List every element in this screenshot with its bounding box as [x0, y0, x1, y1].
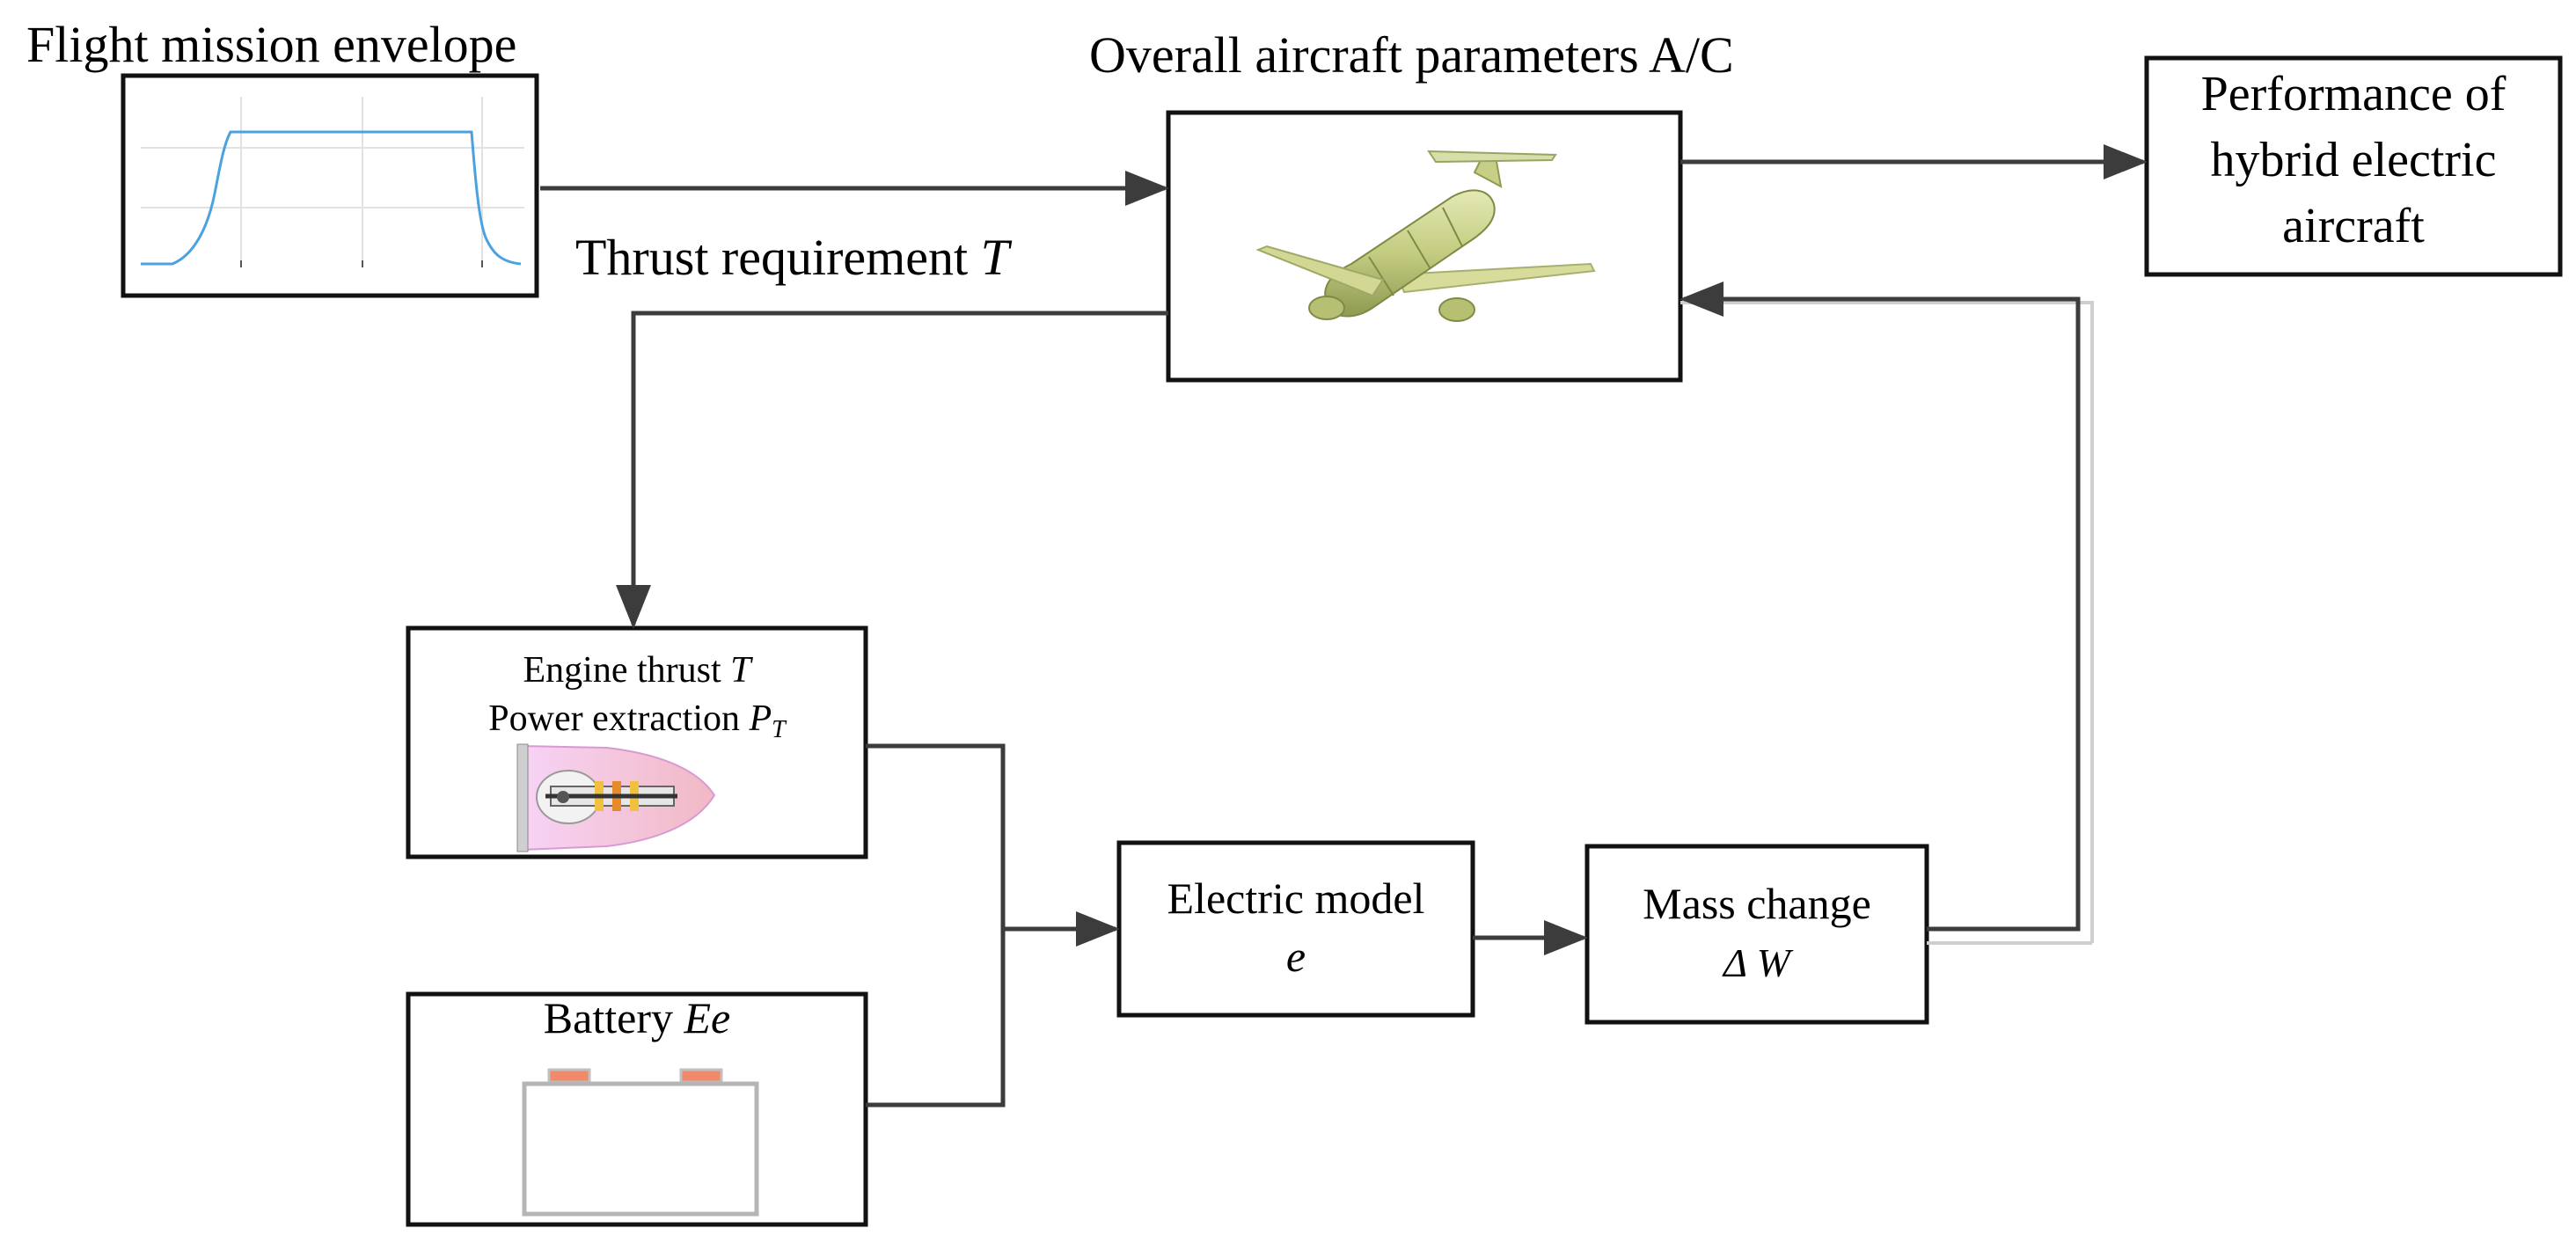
engine-thrust-label: Engine thrust T [523, 650, 754, 691]
engine-box: Engine thrust T Power extraction PT [406, 625, 868, 859]
battery-box: Battery Ee [406, 991, 868, 1227]
flight-mission-title: Flight mission envelope [26, 16, 516, 73]
electric-model-label: Electric model [1167, 874, 1425, 923]
airliner-3d-icon [1255, 150, 1596, 322]
performance-box: Performance of hybrid electric aircraft [2144, 55, 2563, 277]
aircraft-title: Overall aircraft parameters A/C [1089, 26, 1734, 84]
power-extraction-label: Power extraction PT [488, 698, 787, 743]
line-engine-to-junction [866, 743, 1006, 1108]
flight-mission-box [121, 73, 539, 298]
flight-profile-chart [141, 97, 524, 267]
electric-model-symbol: e [1286, 932, 1306, 981]
battery-label: Battery Ee [544, 993, 730, 1042]
mass-change-symbol: Δ W [1722, 940, 1794, 985]
arrow-mass-to-aircraft-feedback [1680, 282, 2081, 932]
arrow-aircraft-to-engine [616, 311, 1168, 629]
aircraft-box [1166, 110, 1683, 383]
electric-model-box: Electric model e [1116, 840, 1475, 1018]
performance-line-2: hybrid electric [2211, 133, 2497, 187]
altitude-profile-line [141, 130, 522, 266]
battery-icon [522, 1068, 759, 1217]
mass-change-label: Mass change [1643, 879, 1871, 928]
mass-change-box: Mass change Δ W [1584, 844, 1929, 1025]
performance-line-3: aircraft [2282, 199, 2425, 253]
thrust-requirement-label: Thrust requirement T [575, 229, 1013, 286]
performance-line-1: Performance of [2201, 67, 2506, 121]
turbofan-engine-icon [516, 743, 716, 852]
